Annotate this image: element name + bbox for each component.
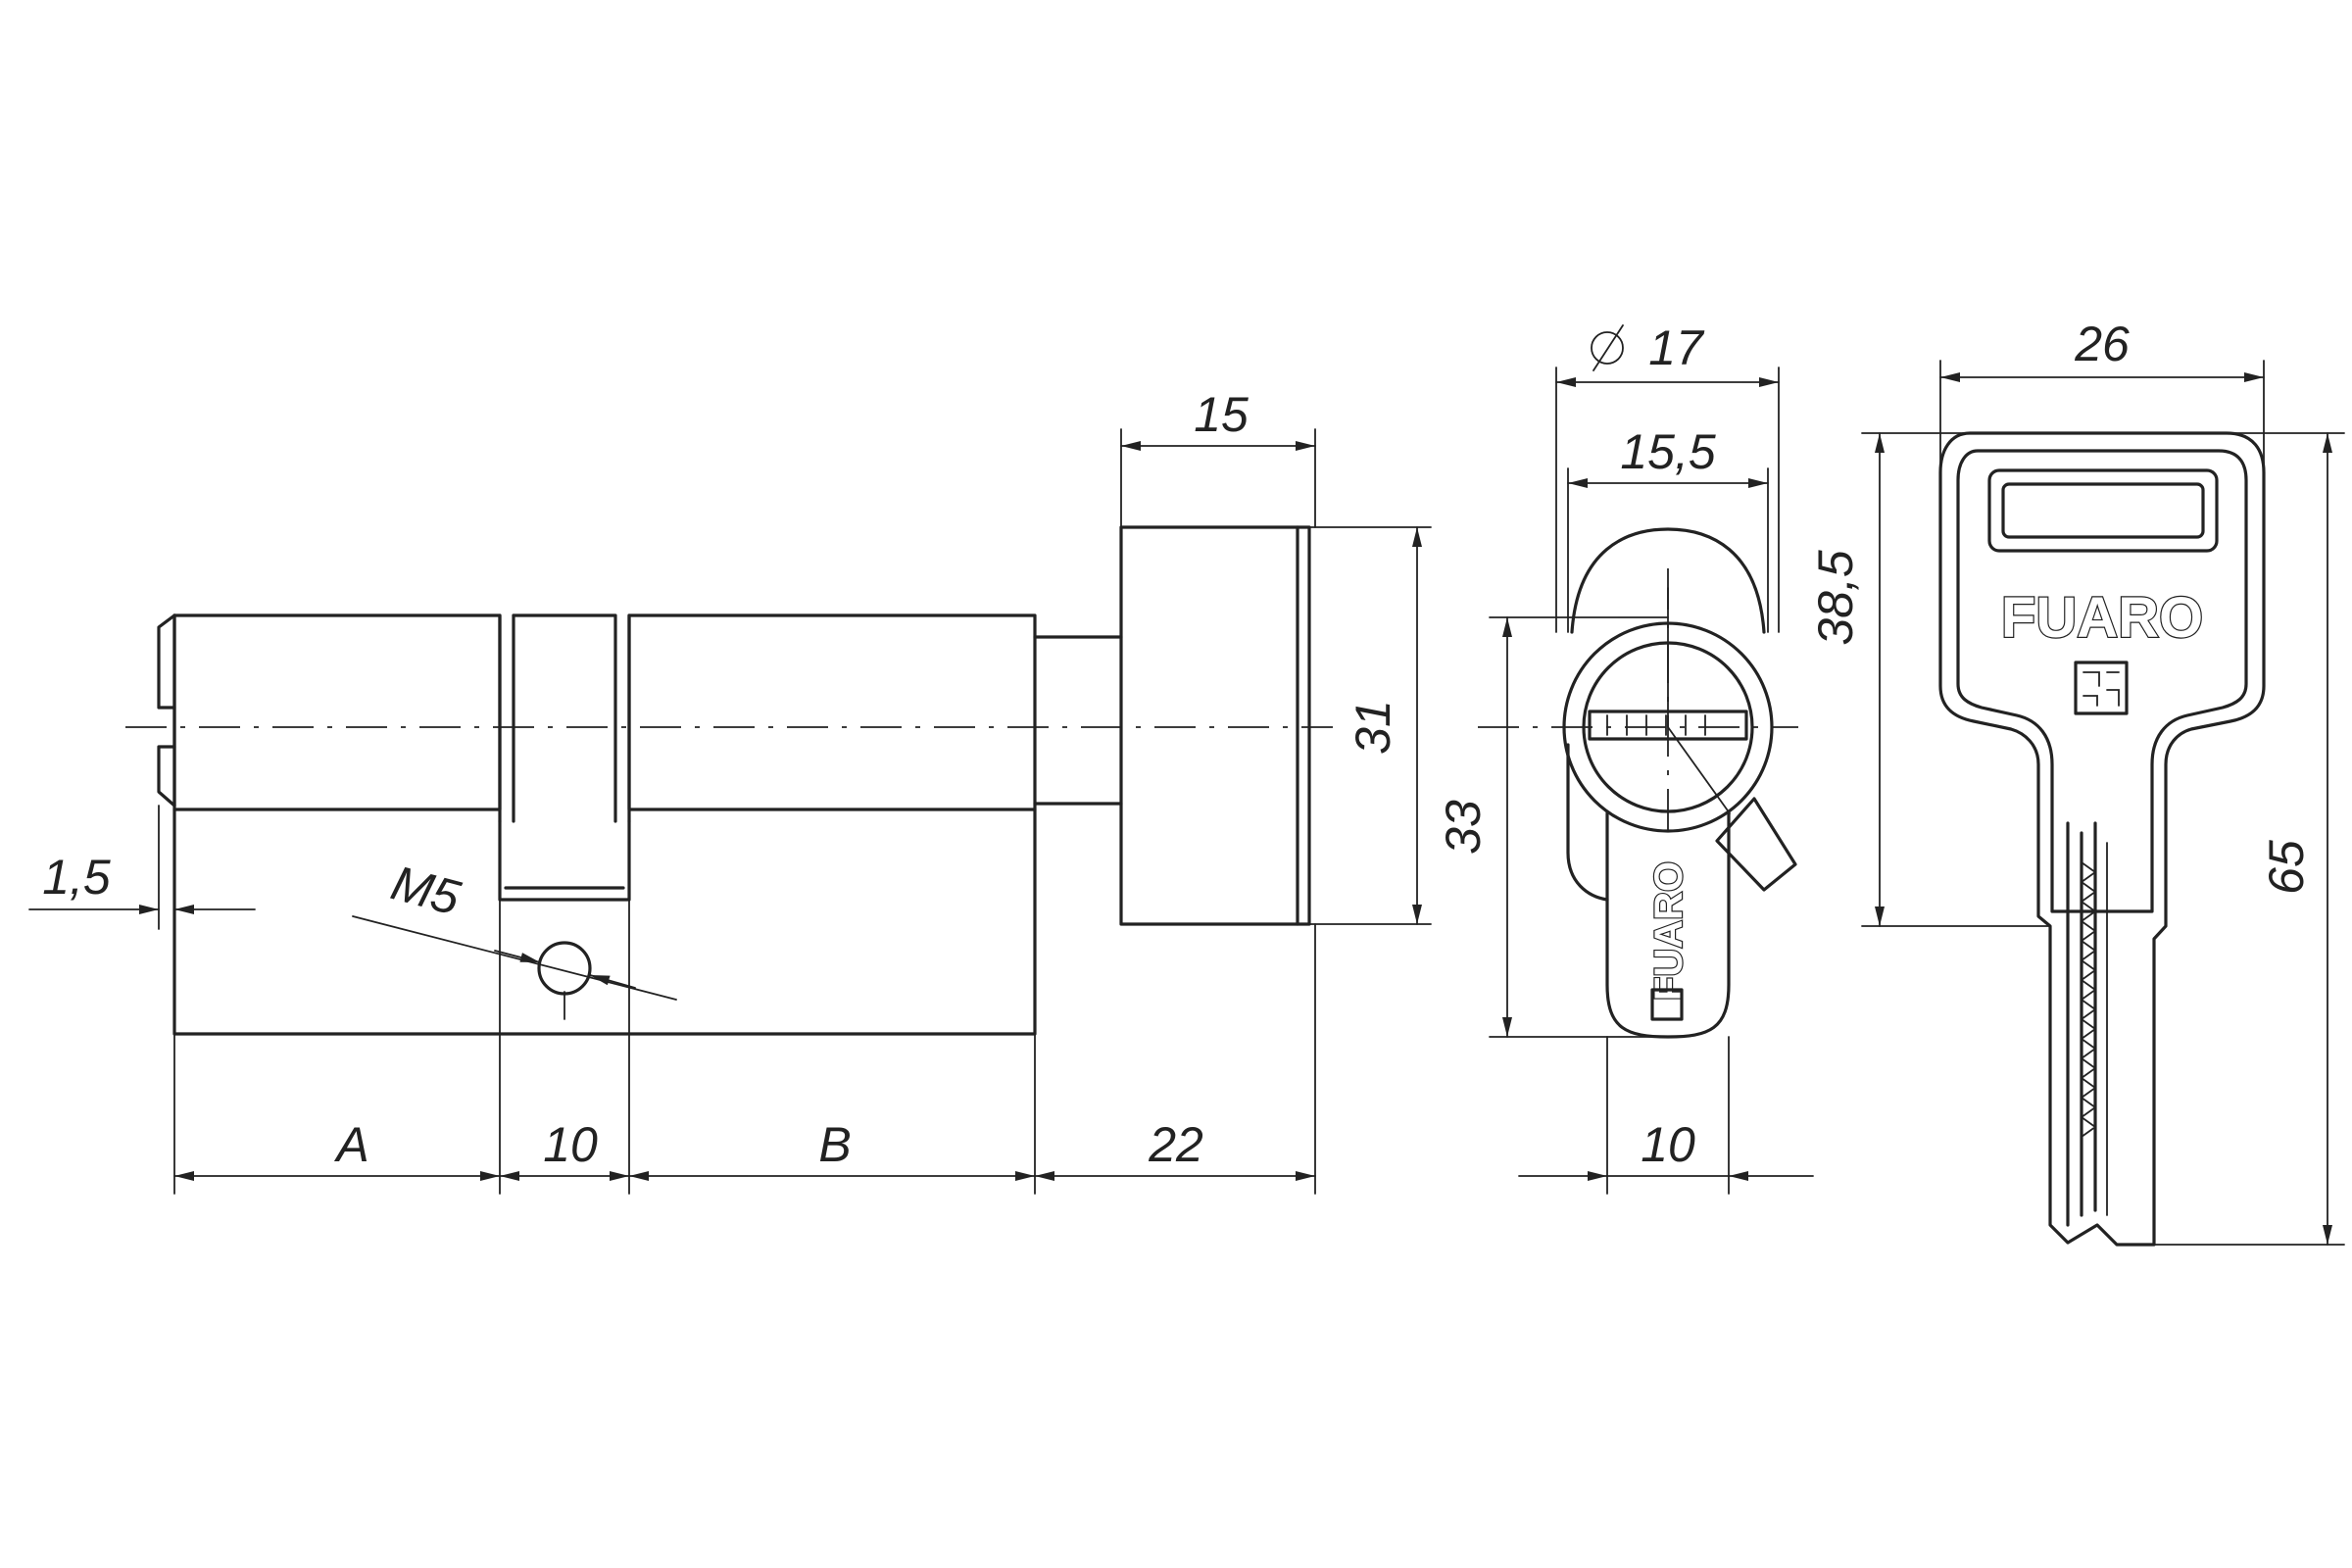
- key-blade-grooves: [2066, 821, 2108, 1227]
- dim-31: 31: [1346, 700, 1400, 755]
- dim-m5: M5: [386, 856, 466, 926]
- cylinder-right-body: [627, 613, 1037, 811]
- dim-10-side: 10: [1641, 1117, 1695, 1172]
- dim-1-5: 1,5: [42, 850, 111, 905]
- left-tip: [157, 613, 176, 808]
- key-dimensions: 26 38,5 65: [1808, 317, 2345, 1246]
- collar-outline: [1570, 527, 1766, 634]
- cylinder-side-view: FUARO: [1478, 527, 1798, 1039]
- dim-26: 26: [2074, 317, 2130, 371]
- cylinder-logo: FUARO: [1647, 861, 1690, 1001]
- key-logo: FUARO: [2001, 586, 2203, 650]
- side-view-dimensions: 17 15,5 33 10: [1436, 320, 1814, 1195]
- cylinder-lower-body: [172, 808, 1037, 1036]
- dim-33: 33: [1436, 800, 1491, 855]
- thumb-shaft: [1033, 635, 1123, 806]
- dim-b: B: [818, 1117, 851, 1172]
- certification-mark: [2074, 661, 2129, 715]
- cylinder-front-view: [125, 525, 1333, 1036]
- dim-38-5: 38,5: [1808, 550, 1863, 646]
- dim-10-bottom: 10: [543, 1117, 598, 1172]
- dim-65: 65: [2259, 840, 2314, 895]
- certification-mark-small: [1650, 988, 1684, 1021]
- dim-15-5: 15,5: [1620, 424, 1716, 479]
- dim-dia-17: 17: [1648, 320, 1705, 375]
- key-label-window: [1987, 468, 2219, 553]
- dim-15: 15: [1194, 387, 1249, 442]
- cam-lever: [1715, 797, 1797, 892]
- front-view-dimensions: A 10 B 22 15 31 1,5 M5: [28, 387, 1432, 1195]
- key-inner-outline: [1956, 449, 2248, 913]
- dim-22: 22: [1148, 1117, 1203, 1172]
- dim-a: A: [333, 1117, 368, 1172]
- key-outline: [1938, 431, 2266, 1247]
- cylinder-left-body: [172, 613, 502, 811]
- diameter-symbol: [1591, 324, 1624, 371]
- cam-slot: [512, 613, 631, 823]
- screw-hole: [537, 941, 592, 996]
- key-drawing: FUARO: [1938, 431, 2266, 1247]
- thumb-turn-knob: [1119, 525, 1311, 926]
